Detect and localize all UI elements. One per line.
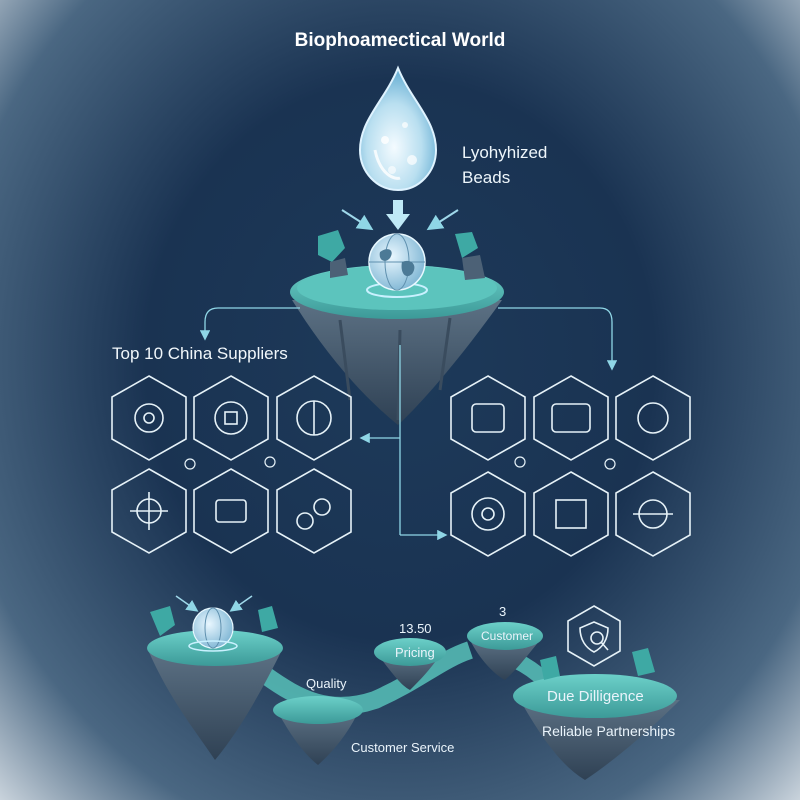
supplier-hex-5 <box>193 468 269 554</box>
pricing-label: Pricing <box>395 645 435 660</box>
drop-label: Lyohyhized Beads <box>462 140 547 190</box>
globe-icon <box>366 233 428 298</box>
supplier-hex-9 <box>615 375 691 461</box>
connector-lines <box>199 307 618 541</box>
drop-label-line1: Lyohyhized <box>462 143 548 162</box>
customer-label: Customer <box>481 629 534 643</box>
right-supplier-hexagons <box>450 375 691 557</box>
page-title: Biophoamectical World <box>294 30 506 51</box>
supplier-hex-8 <box>533 375 609 461</box>
main-island <box>290 230 504 425</box>
customer-value: 3 <box>499 604 507 619</box>
molecule-icon <box>184 456 616 470</box>
pricing-value: 13.50 <box>399 621 432 636</box>
supplier-hex-10 <box>450 471 526 557</box>
down-arrow-icon <box>341 200 459 231</box>
supplier-hex-3 <box>276 375 352 461</box>
customer-service-island <box>273 696 363 765</box>
due-diligence-island <box>513 648 680 780</box>
shield-search-icon <box>567 605 621 667</box>
supplier-hex-4 <box>111 468 187 554</box>
water-drop-icon <box>358 65 438 192</box>
supplier-hex-6 <box>276 468 352 554</box>
reliable-partnerships-label: Reliable Partnerships <box>542 723 676 739</box>
customer-island <box>467 622 543 680</box>
quality-label: Quality <box>306 676 347 691</box>
supplier-hex-11 <box>533 471 609 557</box>
pricing-island <box>374 638 446 690</box>
supplier-hex-7 <box>450 375 526 461</box>
due-diligence-label: Due Dilligence <box>547 688 644 705</box>
drop-label-line2: Beads <box>462 168 511 187</box>
customer-service-label: Customer Service <box>351 740 455 755</box>
left-supplier-hexagons <box>111 375 352 554</box>
suppliers-label: Top 10 China Suppliers <box>112 344 288 363</box>
supplier-hex-2 <box>193 375 269 461</box>
supplier-hex-12 <box>615 471 691 557</box>
supplier-hex-1 <box>111 375 187 461</box>
bottom-left-island <box>147 595 283 760</box>
